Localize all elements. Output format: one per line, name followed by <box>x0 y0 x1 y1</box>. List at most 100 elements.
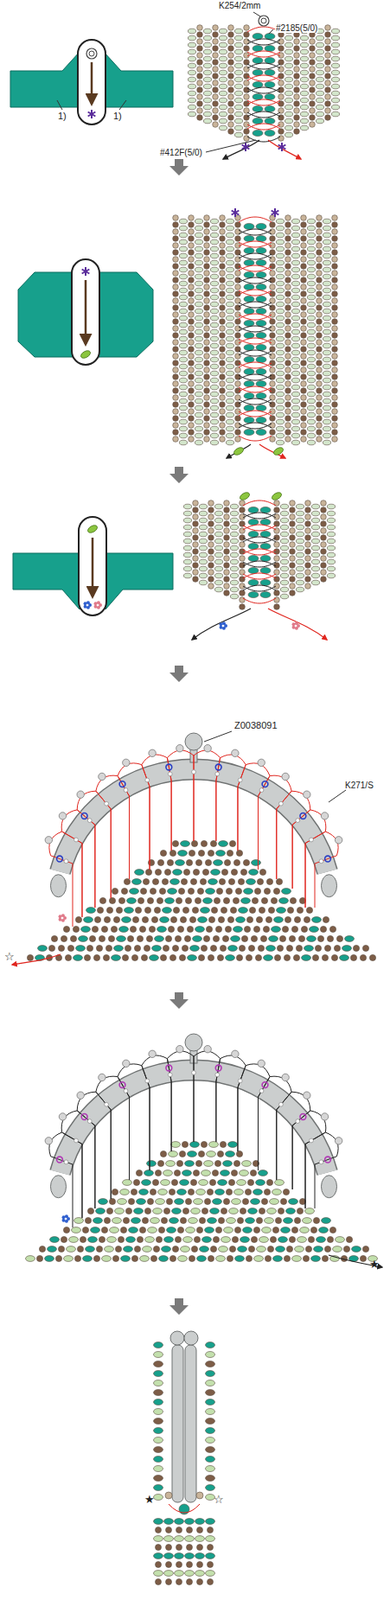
leader-line <box>57 100 63 110</box>
bead <box>255 271 267 278</box>
bead <box>218 83 227 90</box>
bead <box>309 94 316 101</box>
bead <box>190 1142 200 1149</box>
bead <box>115 1208 125 1215</box>
bead <box>44 1256 55 1263</box>
bead <box>107 1237 117 1244</box>
bead <box>155 1199 166 1206</box>
bead <box>205 1447 216 1454</box>
bead <box>175 897 182 904</box>
bead <box>272 1227 279 1234</box>
bead <box>316 319 323 326</box>
bead <box>350 954 357 961</box>
bead <box>121 1256 131 1263</box>
thread-path <box>242 585 276 591</box>
bead <box>311 538 320 544</box>
bead <box>179 377 187 384</box>
bead <box>152 878 159 885</box>
flower-symbol <box>61 917 64 921</box>
bead <box>332 319 339 326</box>
bead <box>200 907 211 915</box>
bead <box>281 926 288 933</box>
thread-path <box>247 63 281 69</box>
bead <box>230 517 238 524</box>
bead <box>325 31 332 39</box>
bead <box>111 1189 118 1196</box>
bead <box>162 945 169 952</box>
bead <box>140 888 147 895</box>
bead <box>153 1208 163 1215</box>
bead <box>243 428 255 435</box>
flower-symbol <box>64 1214 69 1219</box>
bead <box>228 38 235 45</box>
bead <box>218 125 227 131</box>
bead <box>300 312 307 319</box>
bead <box>286 1246 293 1253</box>
bead <box>300 97 308 103</box>
bead <box>325 101 332 108</box>
bead <box>50 1237 60 1244</box>
ring-marker <box>300 1114 307 1121</box>
outer-bead <box>58 812 66 820</box>
bead <box>186 1528 193 1535</box>
bead <box>325 80 332 87</box>
bead <box>157 927 167 934</box>
thread-path <box>238 399 272 405</box>
bead <box>194 281 203 287</box>
frame-hole <box>191 770 197 775</box>
bead <box>140 1256 150 1263</box>
bead <box>179 294 187 301</box>
bead <box>219 436 226 443</box>
bead <box>331 83 339 90</box>
bead <box>359 954 366 961</box>
bead <box>200 840 207 847</box>
bead <box>208 514 215 521</box>
bead <box>208 542 215 549</box>
bead <box>331 63 339 69</box>
bead <box>188 326 195 333</box>
bead <box>300 381 307 388</box>
bead <box>204 409 211 416</box>
bead <box>179 1180 190 1187</box>
bead <box>153 1485 164 1492</box>
bead <box>183 559 192 565</box>
bead <box>183 504 192 510</box>
bead <box>172 360 180 367</box>
bead <box>189 916 196 923</box>
bead <box>79 1236 86 1243</box>
bead <box>204 1227 215 1234</box>
bead <box>219 229 226 236</box>
bead <box>218 70 227 76</box>
bead <box>204 263 211 270</box>
bead <box>248 945 255 952</box>
bead <box>362 945 369 952</box>
thread-path <box>242 549 276 555</box>
frame-hole <box>319 859 324 864</box>
bead <box>219 215 226 222</box>
bead <box>165 898 175 905</box>
bead <box>333 945 340 952</box>
bead <box>322 315 331 321</box>
bead <box>300 229 307 236</box>
bead <box>172 256 180 263</box>
bead <box>275 287 284 294</box>
bead <box>253 926 260 933</box>
bead <box>169 850 176 857</box>
outer-bead <box>98 773 106 780</box>
bead <box>300 90 308 96</box>
bead <box>192 1170 199 1177</box>
bead <box>235 263 242 270</box>
bead <box>168 1151 179 1158</box>
bead <box>291 308 300 314</box>
bead <box>115 1246 122 1253</box>
bead <box>289 562 296 570</box>
bead <box>234 76 243 83</box>
bead <box>269 236 276 243</box>
thread-path <box>238 350 272 356</box>
thread-path <box>238 314 272 320</box>
bead <box>295 545 304 551</box>
frame-hole <box>309 1138 314 1144</box>
bead <box>188 415 195 422</box>
bead <box>332 256 339 263</box>
bead <box>149 955 160 962</box>
